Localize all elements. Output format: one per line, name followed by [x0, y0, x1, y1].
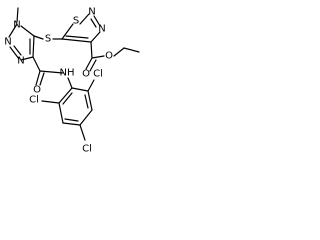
atom-label-cl-ortho-2: Cl [29, 95, 39, 106]
bond-aryl-c6-c1 [58, 87, 73, 104]
bond-ether-o-ch2 [113, 47, 125, 57]
atom-label-cl-para: Cl [82, 144, 92, 155]
atom-label-n-methyl: N [13, 20, 20, 31]
atom-label-s-thioether: S [45, 34, 51, 45]
bond-triazole-n2-n3 [9, 46, 20, 60]
atom-label-n-thiadiazole-a: N [88, 7, 95, 18]
molecule-structure-diagram: N N N S S N N O O O NH Cl Cl Cl [4, 7, 140, 155]
bond-amide-carbonyl-double [39, 72, 45, 86]
bond-ester-carbonyl-double [89, 59, 97, 72]
bond-amide-carbon-nh [39, 70, 64, 74]
atom-label-n-triazole-3: N [17, 56, 24, 67]
atom-labels: N N N S S N N O O O NH Cl Cl Cl [4, 7, 113, 155]
bond-aryl-c6-c1-inner [62, 92, 73, 105]
bond-methyl-n1 [16, 7, 19, 23]
bond-aryl-c2-c3-inner [84, 94, 89, 109]
bond-c4-amide-carbon [32, 56, 41, 72]
bond-aryl-cl-ortho-2 [41, 100, 60, 104]
bond-aryl-c4-c5 [62, 122, 81, 126]
bond-thiadiazole-s1-n2 [79, 13, 90, 25]
atom-label-s-thiadiazole: S [73, 16, 79, 27]
bond-ester-carbonyl [85, 57, 93, 70]
bond-aryl-c1-c2 [71, 87, 89, 92]
bond-triazole-n2-n3-double [13, 45, 22, 56]
bond-amide-carbonyl [35, 70, 41, 86]
bond-thiadiazole-n2-n3 [93, 15, 101, 27]
bond-thiadiazole-c4-c5 [61, 38, 92, 43]
bond-lines [8, 7, 140, 141]
bond-thiadiazole-n3-c4 [90, 31, 101, 43]
bond-ester-carbon-ether-o [91, 55, 105, 59]
bond-triazole-n1-n2 [8, 23, 18, 38]
bond-aryl-c5-c6 [58, 102, 64, 124]
atom-label-o-ester-ether: O [105, 51, 113, 62]
bond-aryl-cl-ortho-1 [87, 79, 95, 92]
atom-label-o-ester-carbonyl: O [82, 69, 90, 80]
bond-c4-ester-carbon [90, 41, 93, 59]
bond-aryl-c3-c4 [79, 109, 93, 126]
bond-aryl-c2-c3 [87, 90, 93, 111]
bond-nh-aryl [67, 77, 73, 89]
atom-label-cl-ortho-1: Cl [93, 69, 103, 80]
bond-c5-s-thioether [33, 35, 44, 40]
atom-label-o-amide: O [33, 85, 41, 96]
bond-aryl-cl-para [79, 124, 86, 141]
bond-thiadiazole-c5-s1 [61, 23, 74, 40]
bond-triazole-c5-n1 [20, 25, 35, 37]
bond-thiadiazole-n2-n3-double [90, 18, 97, 28]
bond-aryl-c4-c5-inner [64, 118, 79, 122]
atom-label-nh-amide: NH [60, 68, 75, 79]
atom-label-n-thiadiazole-b: N [98, 24, 105, 35]
bond-triazole-c4-c5 [32, 35, 35, 58]
bond-triazole-n3-c4 [20, 56, 34, 61]
atom-label-n-triazole-2: N [4, 37, 11, 48]
bond-ch2-ch3 [123, 47, 140, 53]
bond-thiadiazole-c4-c5-double [65, 35, 89, 39]
